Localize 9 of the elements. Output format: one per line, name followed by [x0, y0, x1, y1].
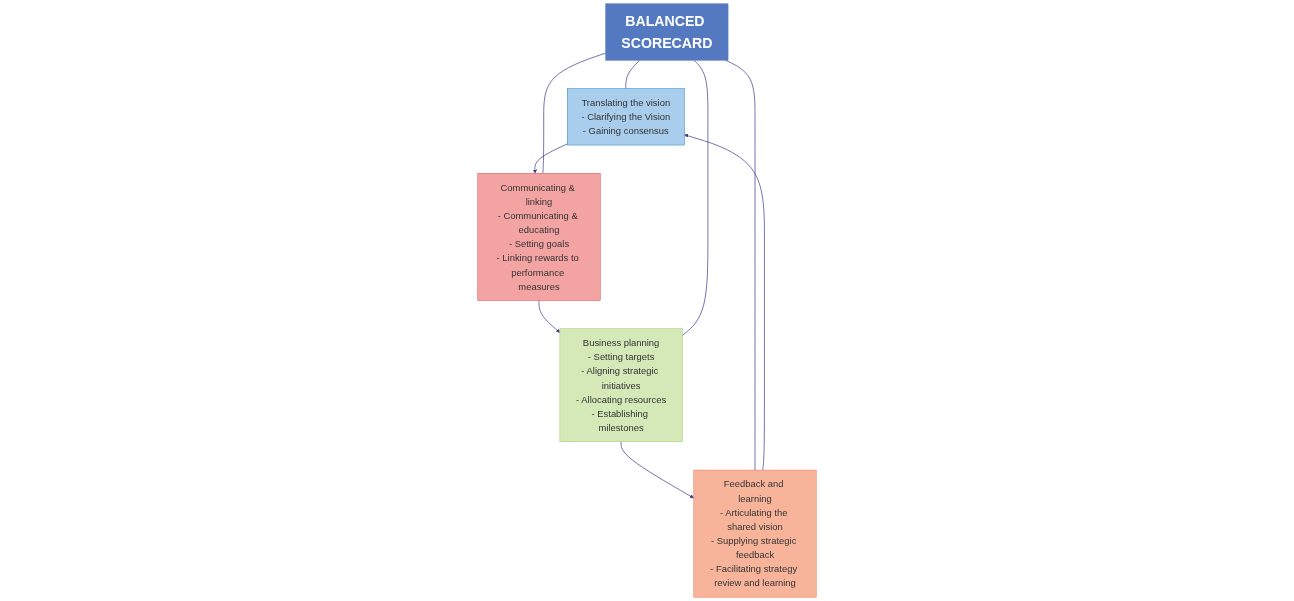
connector	[542, 52, 606, 174]
node-box: Communicating & linking - Communicating & educating - Setting goals - Linking rewards to performance measures	[477, 173, 601, 301]
node-box: Feedback and learning - Articulating the shared vision - Supplying strategic feedback - Facilitating strategy review and learning	[693, 469, 817, 598]
node-box: BALANCED SCORECARD	[605, 3, 729, 61]
node-box: Business planning - Setting targets - Aligning strategic initiatives - Allocating resources - Establishing milestones	[559, 328, 683, 443]
connector	[725, 59, 756, 471]
connector	[681, 59, 709, 336]
connector	[625, 59, 640, 89]
node-box: Translating the vision - Clarifying the Vision - Gaining consensus	[567, 88, 685, 146]
